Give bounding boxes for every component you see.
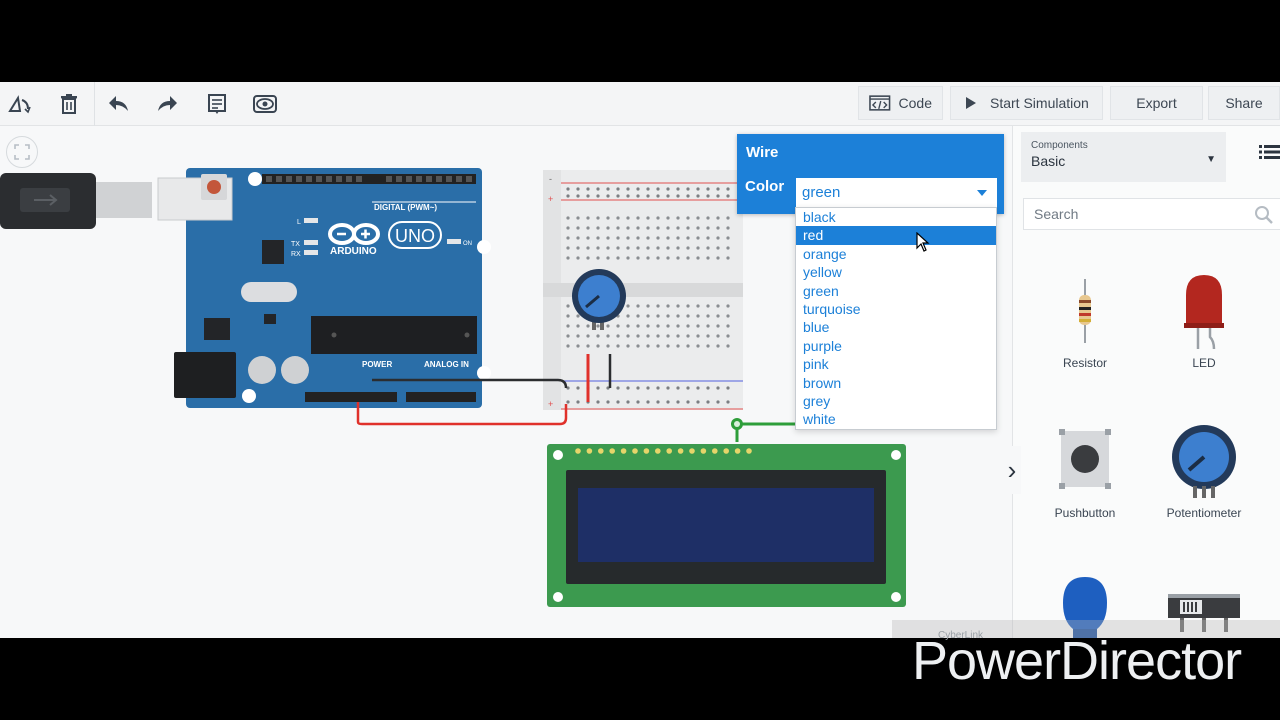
arduino-uno-board[interactable]: DIGITAL (PWM~) L TX RX ARDUINO UN — [157, 168, 491, 408]
undo-icon[interactable] — [105, 90, 133, 118]
digital-pwm-label: DIGITAL (PWM~) — [374, 203, 437, 212]
component-slideswitch[interactable] — [1154, 566, 1254, 638]
play-icon — [966, 97, 976, 109]
svg-text:+: + — [548, 194, 553, 204]
color-option-grey[interactable]: grey — [803, 392, 831, 409]
visibility-icon[interactable] — [251, 90, 279, 118]
fit-view-button[interactable] — [6, 136, 38, 168]
led-label: LED — [1192, 356, 1216, 370]
list-view-icon[interactable] — [1259, 144, 1280, 165]
search-icon — [1254, 205, 1274, 228]
color-option-pink[interactable]: pink — [803, 356, 829, 373]
component-capacitor[interactable] — [1035, 566, 1135, 638]
color-option-yellow[interactable]: yellow — [803, 264, 842, 281]
color-option-orange[interactable]: orange — [803, 245, 847, 262]
share-label: Share — [1225, 95, 1263, 111]
wire-color-select[interactable]: green — [795, 177, 998, 209]
arduino-brand: ARDUINO — [330, 246, 377, 257]
color-option-blue[interactable]: blue — [803, 319, 830, 336]
wire-panel-title: Wire — [746, 144, 779, 161]
color-option-purple[interactable]: purple — [803, 337, 842, 354]
wire-color-options: black red orange yellow green turquoise … — [795, 207, 997, 430]
wire-color-value: green — [802, 184, 841, 201]
rx-label: RX — [291, 251, 301, 258]
watermark-powerdirector: PowerDirector — [912, 631, 1242, 691]
wire-color-label: Color — [745, 178, 785, 195]
share-button[interactable]: Share — [1208, 86, 1280, 120]
power-label: POWER — [362, 360, 392, 369]
notes-icon[interactable] — [203, 90, 231, 118]
fit-view-icon — [14, 144, 30, 160]
components-caption: Components — [1031, 140, 1088, 151]
component-pushbutton[interactable]: Pushbutton — [1035, 416, 1135, 520]
code-button[interactable]: Code — [858, 86, 943, 120]
component-potentiometer[interactable]: Potentiometer — [1154, 416, 1254, 520]
delete-icon[interactable] — [55, 90, 83, 118]
pushbutton-icon — [1035, 416, 1135, 506]
capacitor-icon — [1035, 566, 1135, 638]
analog-in-label: ANALOG IN — [424, 360, 469, 369]
breadboard[interactable]: - + + — [543, 170, 743, 410]
potentiometer-on-board[interactable] — [572, 269, 626, 330]
rotate-icon[interactable] — [6, 90, 34, 118]
lcd-16x2[interactable] — [547, 444, 906, 607]
led-icon — [1154, 266, 1254, 356]
slideswitch-icon — [1154, 566, 1254, 638]
mouse-cursor-icon — [916, 231, 930, 257]
components-sidebar: Components Basic ▼ Search Resistor LED — [1012, 126, 1280, 638]
components-value: Basic — [1031, 153, 1066, 169]
start-simulation-button[interactable]: Start Simulation — [950, 86, 1103, 120]
pushbutton-label: Pushbutton — [1054, 506, 1116, 520]
watermark-small: CyberLink — [938, 630, 984, 641]
start-simulation-label: Start Simulation — [990, 95, 1089, 111]
export-button[interactable]: Export — [1110, 86, 1203, 120]
color-option-green[interactable]: green — [803, 282, 839, 299]
wires[interactable] — [356, 354, 800, 442]
color-option-brown[interactable]: brown — [803, 374, 842, 391]
export-label: Export — [1136, 95, 1177, 111]
potentiometer-label: Potentiometer — [1166, 506, 1242, 520]
redo-icon[interactable] — [153, 90, 181, 118]
color-option-white[interactable]: white — [803, 411, 836, 428]
led-l-label: L — [297, 219, 301, 226]
dropdown-arrow-icon — [977, 190, 987, 196]
on-label: ON — [463, 241, 472, 247]
tx-label: TX — [291, 241, 300, 248]
color-option-black[interactable]: black — [803, 209, 836, 225]
chevron-down-icon: ▼ — [1206, 154, 1216, 165]
arduino-logo-icon — [328, 223, 380, 245]
component-search-input[interactable]: Search — [1023, 198, 1280, 230]
search-placeholder: Search — [1034, 206, 1079, 222]
color-option-red[interactable]: red — [796, 226, 996, 245]
svg-text:-: - — [549, 174, 552, 184]
potentiometer-icon — [1154, 416, 1254, 506]
circuit-canvas[interactable]: DIGITAL (PWM~) L TX RX ARDUINO UN — [0, 126, 1012, 638]
wire-properties-panel: Wire Color green — [737, 134, 1004, 214]
collapse-panel-button[interactable]: › — [1003, 446, 1021, 494]
component-resistor[interactable]: Resistor — [1035, 266, 1135, 370]
color-option-turquoise[interactable]: turquoise — [803, 300, 861, 317]
tinkercad-app: Code Start Simulation Export Share — [0, 82, 1280, 638]
components-dropdown[interactable]: Components Basic ▼ — [1021, 132, 1226, 182]
resistor-icon — [1035, 266, 1135, 356]
usb-cable — [0, 173, 152, 229]
svg-text:+: + — [548, 399, 553, 409]
toolbar: Code Start Simulation Export Share — [0, 82, 1280, 126]
toolbar-separator — [94, 82, 95, 126]
uno-model: UNO — [395, 226, 435, 246]
resistor-label: Resistor — [1062, 356, 1107, 370]
code-icon — [869, 95, 891, 111]
code-label: Code — [898, 95, 932, 111]
component-led[interactable]: LED — [1154, 266, 1254, 370]
watermark-band — [892, 620, 1280, 638]
